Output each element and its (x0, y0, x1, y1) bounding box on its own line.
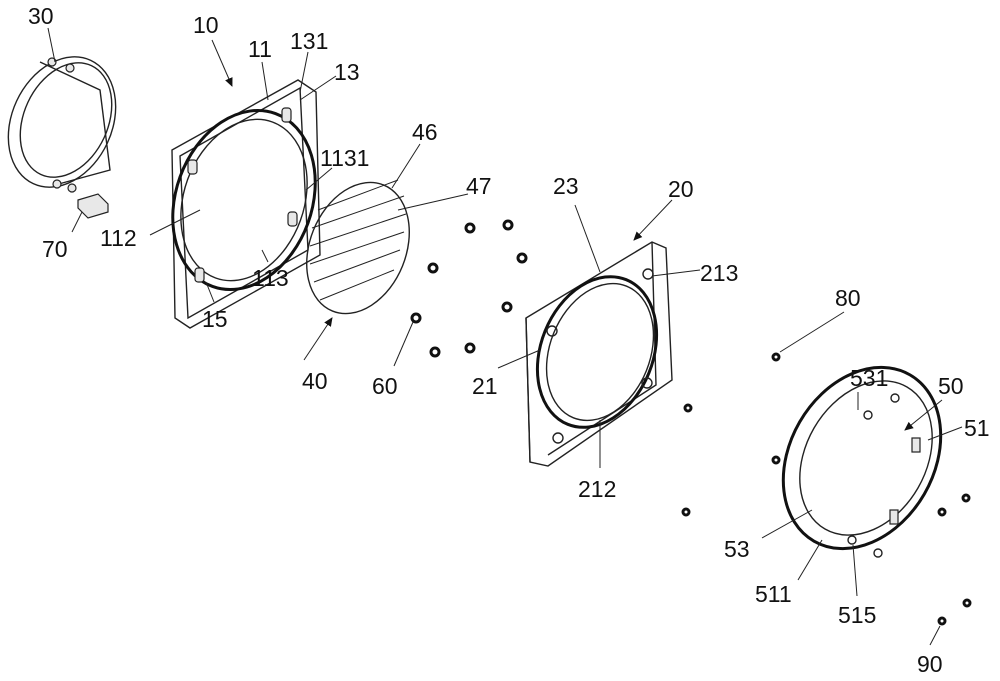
label-46: 46 (412, 119, 438, 145)
label-131: 131 (290, 28, 328, 54)
label-23: 23 (553, 173, 579, 199)
leader-lines (47, 27, 963, 646)
parts-80-90-screws (681, 352, 972, 626)
label-511: 511 (755, 581, 792, 607)
label-70: 70 (42, 236, 68, 262)
label-515: 515 (838, 602, 876, 628)
part-20-plate (525, 241, 673, 467)
label-60: 60 (372, 373, 398, 399)
label-21: 21 (472, 373, 498, 399)
label-10: 10 (193, 12, 219, 38)
label-15: 15 (202, 306, 228, 332)
label-20: 20 (668, 176, 694, 202)
label-212: 212 (578, 476, 616, 502)
label-112: 112 (100, 225, 137, 251)
part-40-grille (306, 179, 410, 315)
part-60-rings (410, 219, 528, 358)
label-90: 90 (917, 651, 943, 677)
label-80: 80 (835, 285, 861, 311)
label-50: 50 (938, 373, 964, 399)
part-10-frame (171, 79, 321, 329)
part-30-ring (7, 56, 117, 193)
label-113: 113 (252, 265, 289, 291)
label-30: 30 (28, 3, 54, 29)
label-53: 53 (724, 536, 750, 562)
reference-labels: 30 10 11 131 13 46 1131 47 23 20 213 112… (28, 3, 990, 677)
label-40: 40 (302, 368, 328, 394)
label-1131: 1131 (320, 145, 369, 171)
label-47: 47 (466, 173, 492, 199)
label-13: 13 (334, 59, 360, 85)
part-50-ring (781, 365, 943, 558)
label-11: 11 (248, 36, 272, 62)
label-531: 531 (850, 365, 888, 391)
label-213: 213 (700, 260, 738, 286)
part-70-block (77, 193, 109, 219)
label-51: 51 (964, 415, 990, 441)
